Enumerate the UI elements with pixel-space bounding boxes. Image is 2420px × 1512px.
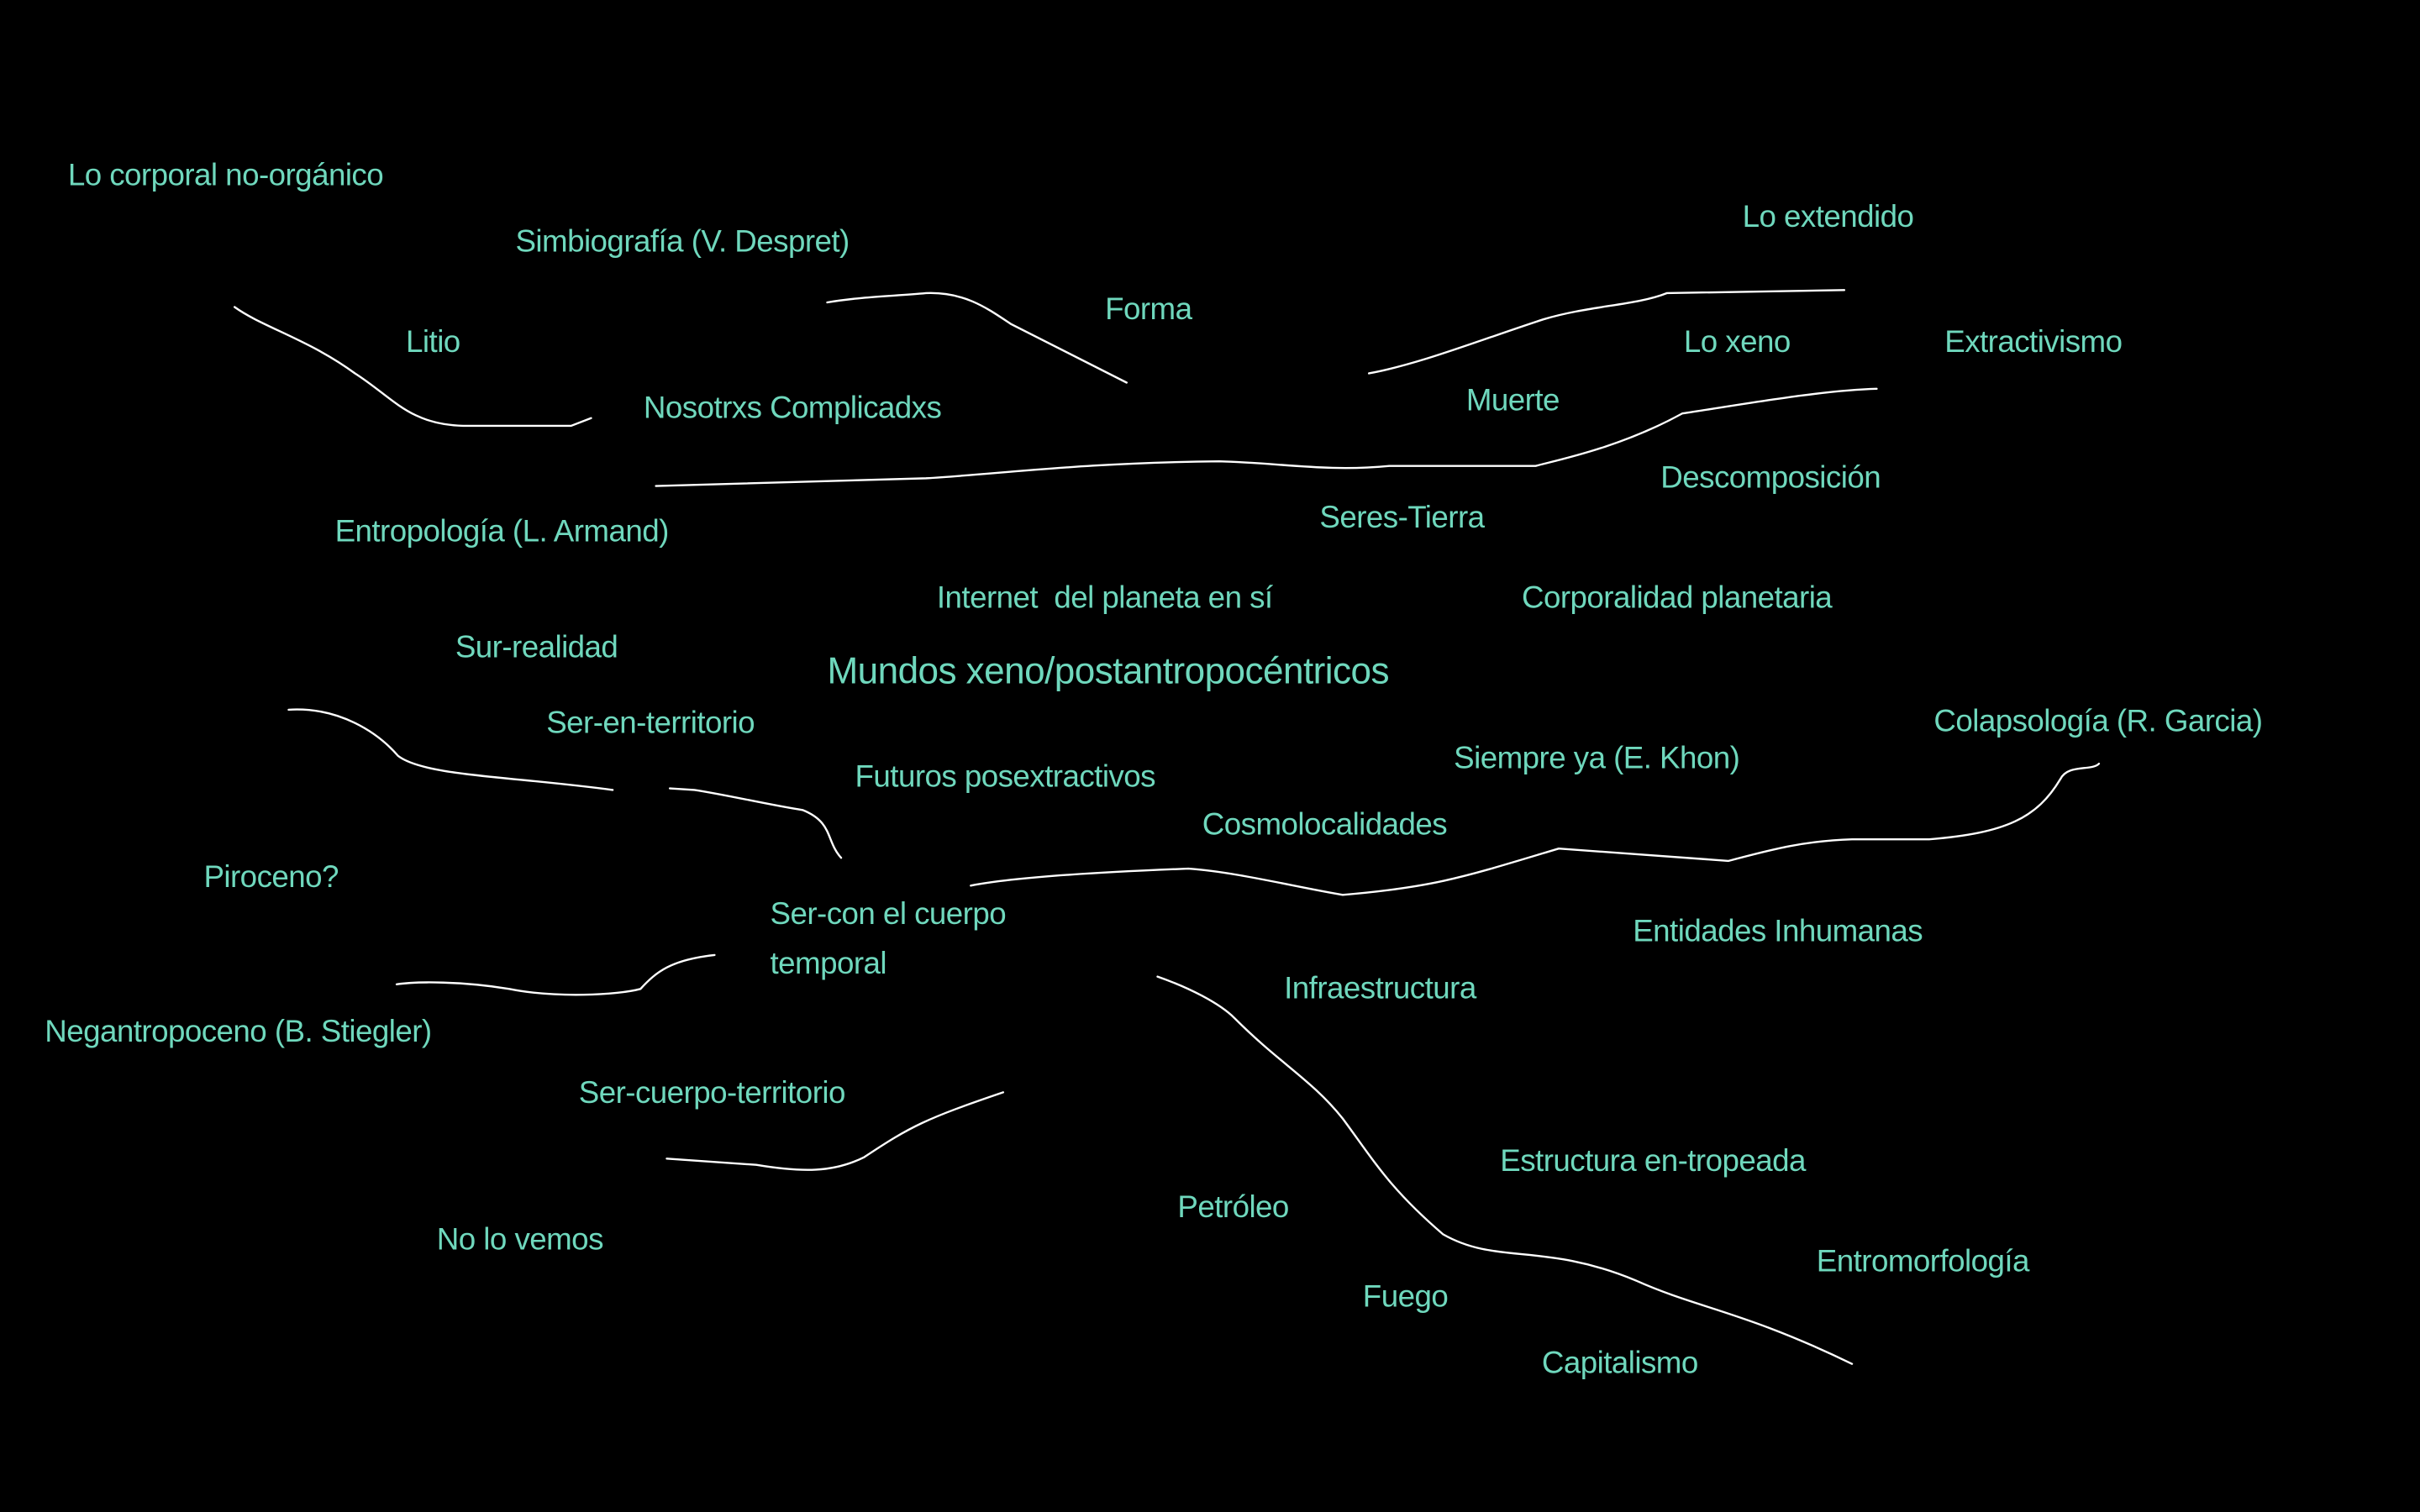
concept-label: Forma xyxy=(1105,292,1192,328)
concept-label: Internet del planeta en sí xyxy=(936,581,1273,616)
concept-label: Corporalidad planetaria xyxy=(1521,581,1833,616)
concept-label: Extractivismo xyxy=(1944,325,2123,360)
concept-label: Cosmolocalidades xyxy=(1202,808,1448,843)
concept-label: Seres-Tierra xyxy=(1319,501,1485,536)
concept-label: Entropología (L. Armand) xyxy=(334,515,670,549)
concept-label: Fuego xyxy=(1362,1280,1449,1315)
concept-label: Capitalismo xyxy=(1541,1347,1698,1381)
concept-label: Entidades Inhumanas xyxy=(1633,915,1923,949)
concept-label: Simbiografía (V. Despret) xyxy=(515,225,850,260)
stroke-line xyxy=(655,387,1878,487)
stroke-line xyxy=(395,953,716,996)
concept-label: No lo vemos xyxy=(436,1223,604,1257)
concept-label: Entromorfología xyxy=(1816,1245,2030,1279)
concept-label: Lo corporal no-orgánico xyxy=(67,159,384,193)
concept-label: Muerte xyxy=(1465,384,1560,418)
concept-label: Siempre ya (E. Khon) xyxy=(1454,742,1740,776)
central-topic: Mundos xeno/postantropocéntricos xyxy=(827,651,1389,693)
concept-label: Ser-con el cuerpo xyxy=(770,897,1007,932)
concept-label: Nosotrxs Complicadxs xyxy=(643,391,942,426)
concept-label: Infraestructura xyxy=(1284,972,1476,1006)
concept-label: temporal xyxy=(770,947,887,982)
concept-label: Ser-en-territorio xyxy=(546,706,755,741)
stroke-line xyxy=(666,1091,1005,1171)
concept-label: Negantropoceno (B. Stiegler) xyxy=(45,1015,432,1049)
stroke-line xyxy=(233,306,592,428)
concept-label: Futuros posextractivos xyxy=(855,760,1156,795)
concept-label: Piroceno? xyxy=(203,860,339,895)
stroke-line xyxy=(826,291,1128,384)
concept-label: Ser-cuerpo-territorio xyxy=(578,1077,846,1111)
concept-label: Colapsología (R. Garcia) xyxy=(1933,705,2263,739)
concept-label: Petróleo xyxy=(1177,1190,1289,1226)
concept-label: Descomposición xyxy=(1660,461,1881,496)
stroke-line xyxy=(970,762,2101,896)
stroke-line xyxy=(1156,975,1854,1365)
concept-label: Litio xyxy=(406,325,460,360)
stroke-line xyxy=(287,708,614,791)
concept-label: Lo extendido xyxy=(1742,200,1914,235)
concept-label: Lo xeno xyxy=(1683,325,1791,360)
concept-label: Estructura en-tropeada xyxy=(1500,1144,1806,1179)
stroke-line xyxy=(1367,289,1846,375)
concept-label: Sur-realidad xyxy=(455,631,618,665)
stroke-line xyxy=(668,787,843,859)
